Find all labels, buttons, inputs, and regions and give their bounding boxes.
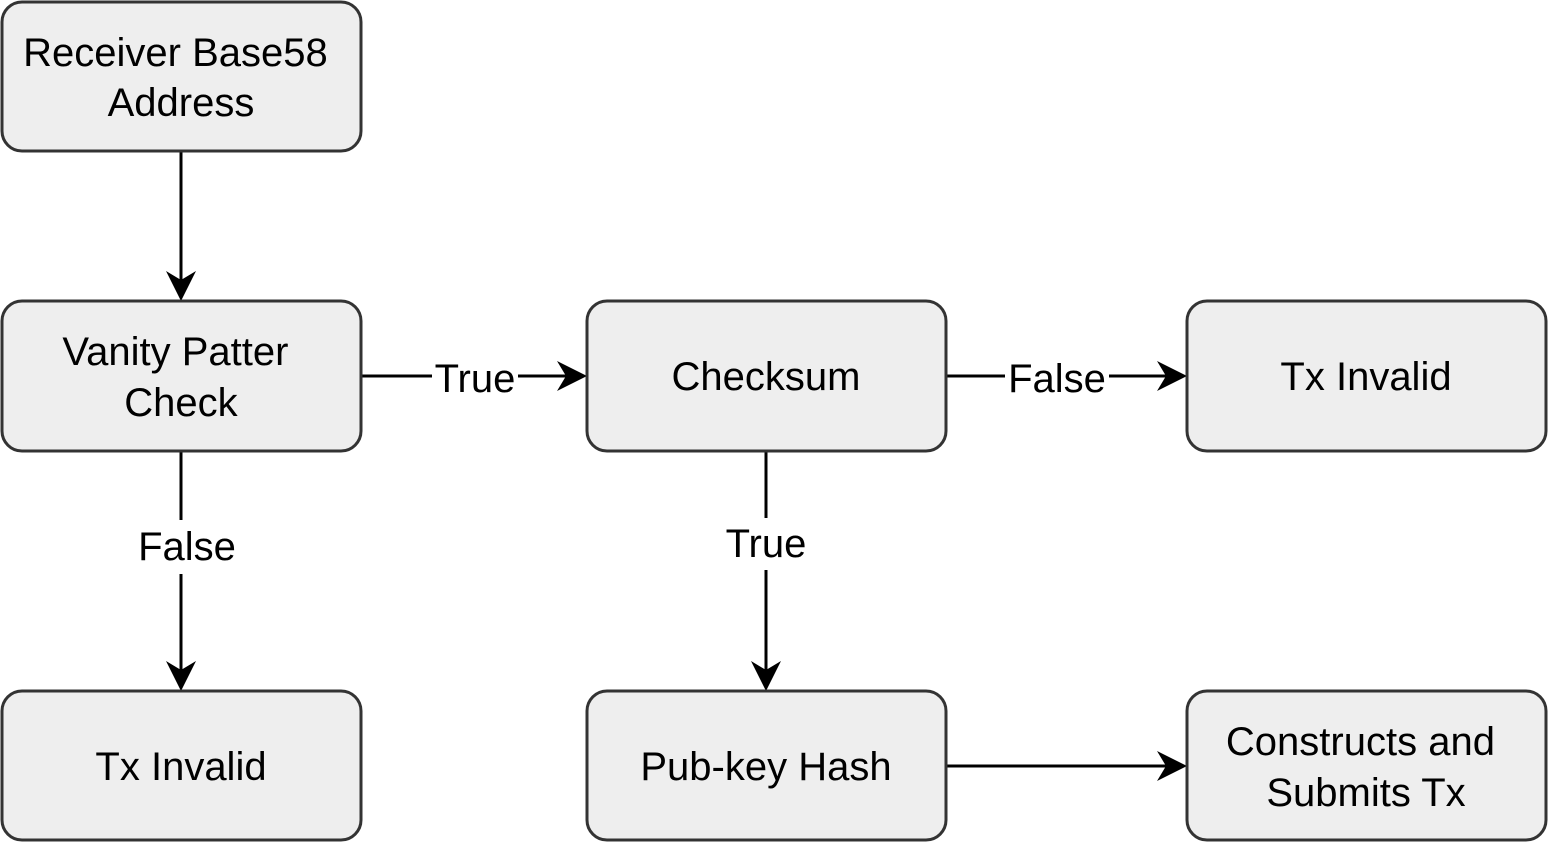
edge-label-false: False — [138, 525, 236, 569]
node-label: Receiver Base58 Address — [23, 31, 339, 125]
node-tx-invalid-bottom: Tx Invalid — [0, 689, 363, 842]
edge-label-bg — [133, 520, 239, 574]
node-box — [0, 0, 363, 153]
node-box — [585, 299, 948, 453]
edge-label-true: True — [726, 522, 807, 566]
node-box — [1185, 299, 1548, 453]
node-box — [585, 689, 948, 842]
node-box — [0, 299, 363, 453]
node-label-line: Constructs and — [1226, 720, 1495, 764]
node-label: Tx Invalid — [1280, 355, 1451, 399]
edge-label-true: True — [435, 357, 516, 401]
node-label-line: Checksum — [672, 355, 861, 399]
edge-label-bg — [720, 518, 812, 570]
node-checksum: Checksum — [585, 299, 948, 453]
node-label-line: Vanity Patter — [62, 330, 288, 374]
node-label-line: Tx Invalid — [1280, 355, 1451, 399]
edge-label-false: False — [1008, 357, 1106, 401]
node-label-line: Check — [124, 381, 238, 425]
node-pubkey-hash: Pub-key Hash — [585, 689, 948, 842]
edge-vanity-to-checksum: True — [362, 356, 587, 401]
edge-label-bg — [432, 356, 518, 400]
node-tx-invalid-right: Tx Invalid — [1185, 299, 1548, 453]
edge-vanity-to-invalid: False — [133, 452, 239, 691]
node-label-line: Address — [108, 81, 255, 125]
edge-label-bg — [1005, 356, 1109, 400]
node-vanity-check: Vanity Patter Check — [0, 299, 363, 453]
edge-checksum-to-invalid: False — [947, 356, 1187, 401]
node-box — [1185, 689, 1548, 842]
node-label: Pub-key Hash — [640, 745, 891, 789]
node-label: Checksum — [672, 355, 861, 399]
node-label-line: Pub-key Hash — [640, 745, 891, 789]
node-label: Constructs and Submits Tx — [1226, 720, 1506, 815]
node-construct-submit: Constructs and Submits Tx — [1185, 689, 1548, 842]
node-label: Vanity Patter Check — [62, 330, 299, 425]
node-label-line: Tx Invalid — [95, 745, 266, 789]
node-receiver-address: Receiver Base58 Address — [0, 0, 363, 153]
node-label-line: Submits Tx — [1266, 771, 1465, 815]
node-label: Tx Invalid — [95, 745, 266, 789]
node-box — [0, 689, 363, 842]
node-label-line: Receiver Base58 — [23, 31, 328, 75]
edge-checksum-to-pubkey: True — [720, 452, 812, 691]
